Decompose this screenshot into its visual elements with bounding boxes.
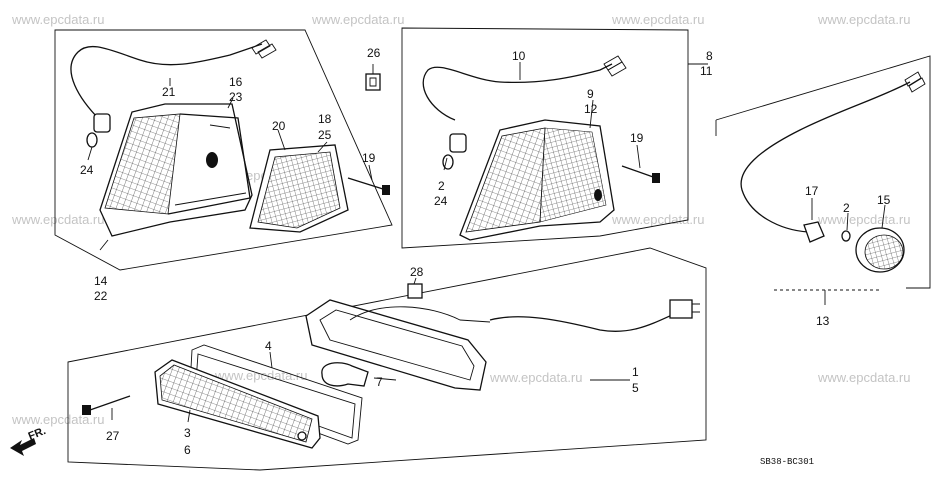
leader-lines xyxy=(111,277,630,423)
part-label: 24 xyxy=(434,194,448,208)
part-label: 15 xyxy=(877,193,891,207)
bulb xyxy=(86,132,98,148)
housing-top xyxy=(349,306,491,323)
leader-lines xyxy=(87,64,374,251)
wire-connector xyxy=(607,61,627,77)
wire-harness xyxy=(489,314,673,332)
corner-lamp-right-group: 10 9 12 19 2 24 8 11 xyxy=(401,27,713,249)
watermark-text: www.epcdata.ru xyxy=(817,12,911,27)
part-label: 6 xyxy=(184,443,191,457)
part-label: 3 xyxy=(184,426,191,440)
watermark-text: www.epcdata.ru xyxy=(214,368,308,383)
lens-edge xyxy=(174,124,247,206)
part-label: 25 xyxy=(318,128,332,142)
housing-inner xyxy=(319,309,475,381)
lens-grid xyxy=(864,234,904,270)
lens-hole xyxy=(206,152,218,168)
part-label: 28 xyxy=(410,265,424,279)
part-label: 16 xyxy=(229,75,243,89)
watermark-text: www.epcdata.ru xyxy=(11,212,105,227)
part-label: 26 xyxy=(367,46,381,60)
part-label: 14 xyxy=(94,274,108,288)
bulb-socket xyxy=(93,113,111,133)
part-label: 2 xyxy=(438,179,445,193)
bulb-socket xyxy=(449,133,467,153)
part-label: 17 xyxy=(805,184,819,198)
part-label: 24 xyxy=(80,163,94,177)
turn-signal-housing xyxy=(305,299,487,391)
group-outline xyxy=(54,29,393,271)
gasket-grid xyxy=(257,151,341,229)
part-label: 4 xyxy=(265,339,272,353)
screw-head xyxy=(82,405,91,415)
clip-26 xyxy=(365,73,381,91)
watermark-text: www.epcdata.ru xyxy=(817,370,911,385)
lens-housing xyxy=(167,113,251,215)
wire-connector xyxy=(251,39,271,55)
wire-harness xyxy=(70,43,263,121)
part-label: 1 xyxy=(632,365,639,379)
part-label: 12 xyxy=(584,102,598,116)
part-label: 19 xyxy=(362,151,376,165)
front-direction-arrow-icon xyxy=(10,438,36,456)
part-label: 21 xyxy=(162,85,176,99)
screw-head xyxy=(652,173,660,183)
wire-connector xyxy=(603,55,623,71)
bulb xyxy=(841,230,851,242)
lens-grid xyxy=(159,364,313,443)
wire-connector xyxy=(908,77,926,93)
turn-signal-group: 4 7 1 5 3 6 27 28 FR. xyxy=(10,247,707,471)
group-outline xyxy=(715,55,931,289)
part-label: 8 xyxy=(706,49,713,63)
part-label: 13 xyxy=(816,314,830,328)
watermark-text: www.epcdata.ru xyxy=(11,12,105,27)
wire-connector xyxy=(257,43,277,59)
side-marker-group: 17 2 15 13 xyxy=(715,55,931,328)
part-label: 2 xyxy=(843,201,850,215)
watermark-text: www.epcdata.ru xyxy=(311,12,405,27)
watermark-text: www.epcdata.ru xyxy=(11,412,105,427)
part-label: 11 xyxy=(700,64,713,78)
screw-27 xyxy=(89,395,131,411)
lens-grid xyxy=(465,127,546,233)
corner-lamp-left-group: 21 16 23 20 18 25 19 26 24 14 22 xyxy=(54,29,393,303)
part-label: 23 xyxy=(229,90,243,104)
part-label: 22 xyxy=(94,289,108,303)
lens-hole xyxy=(297,431,307,441)
clip-28 xyxy=(407,283,423,299)
screw-19 xyxy=(621,165,657,179)
leader-lines xyxy=(443,62,641,171)
direction-label: FR. xyxy=(27,425,48,443)
clip-inner xyxy=(369,77,377,87)
part-label: 9 xyxy=(587,87,594,101)
screw-head xyxy=(382,185,390,195)
diagram-code: SB38-BC301 xyxy=(760,457,814,467)
part-label: 7 xyxy=(376,375,383,389)
watermark-text: www.epcdata.ru xyxy=(817,212,911,227)
part-label: 20 xyxy=(272,119,286,133)
wire-connector xyxy=(669,299,693,319)
bulb xyxy=(321,362,369,387)
lens-hole xyxy=(594,189,602,201)
wire-connector xyxy=(904,71,922,87)
wire-harness xyxy=(422,63,613,121)
part-label: 5 xyxy=(632,381,639,395)
leader-lines xyxy=(811,198,886,305)
watermark-text: www.epcdata.ru xyxy=(611,212,705,227)
watermark-text: www.epcdata.ru xyxy=(611,12,705,27)
group-outline xyxy=(67,247,707,471)
part-label: 27 xyxy=(106,429,120,443)
lens-grid xyxy=(539,127,607,223)
part-label: 19 xyxy=(630,131,644,145)
group-outline xyxy=(401,27,689,249)
connector-pins xyxy=(692,303,700,313)
part-label: 18 xyxy=(318,112,332,126)
wire-harness xyxy=(740,81,911,233)
watermark-text: www.epcdata.ru xyxy=(489,370,583,385)
screw-19 xyxy=(347,177,387,191)
bulb-socket xyxy=(803,221,825,243)
part-label: 10 xyxy=(512,49,526,63)
